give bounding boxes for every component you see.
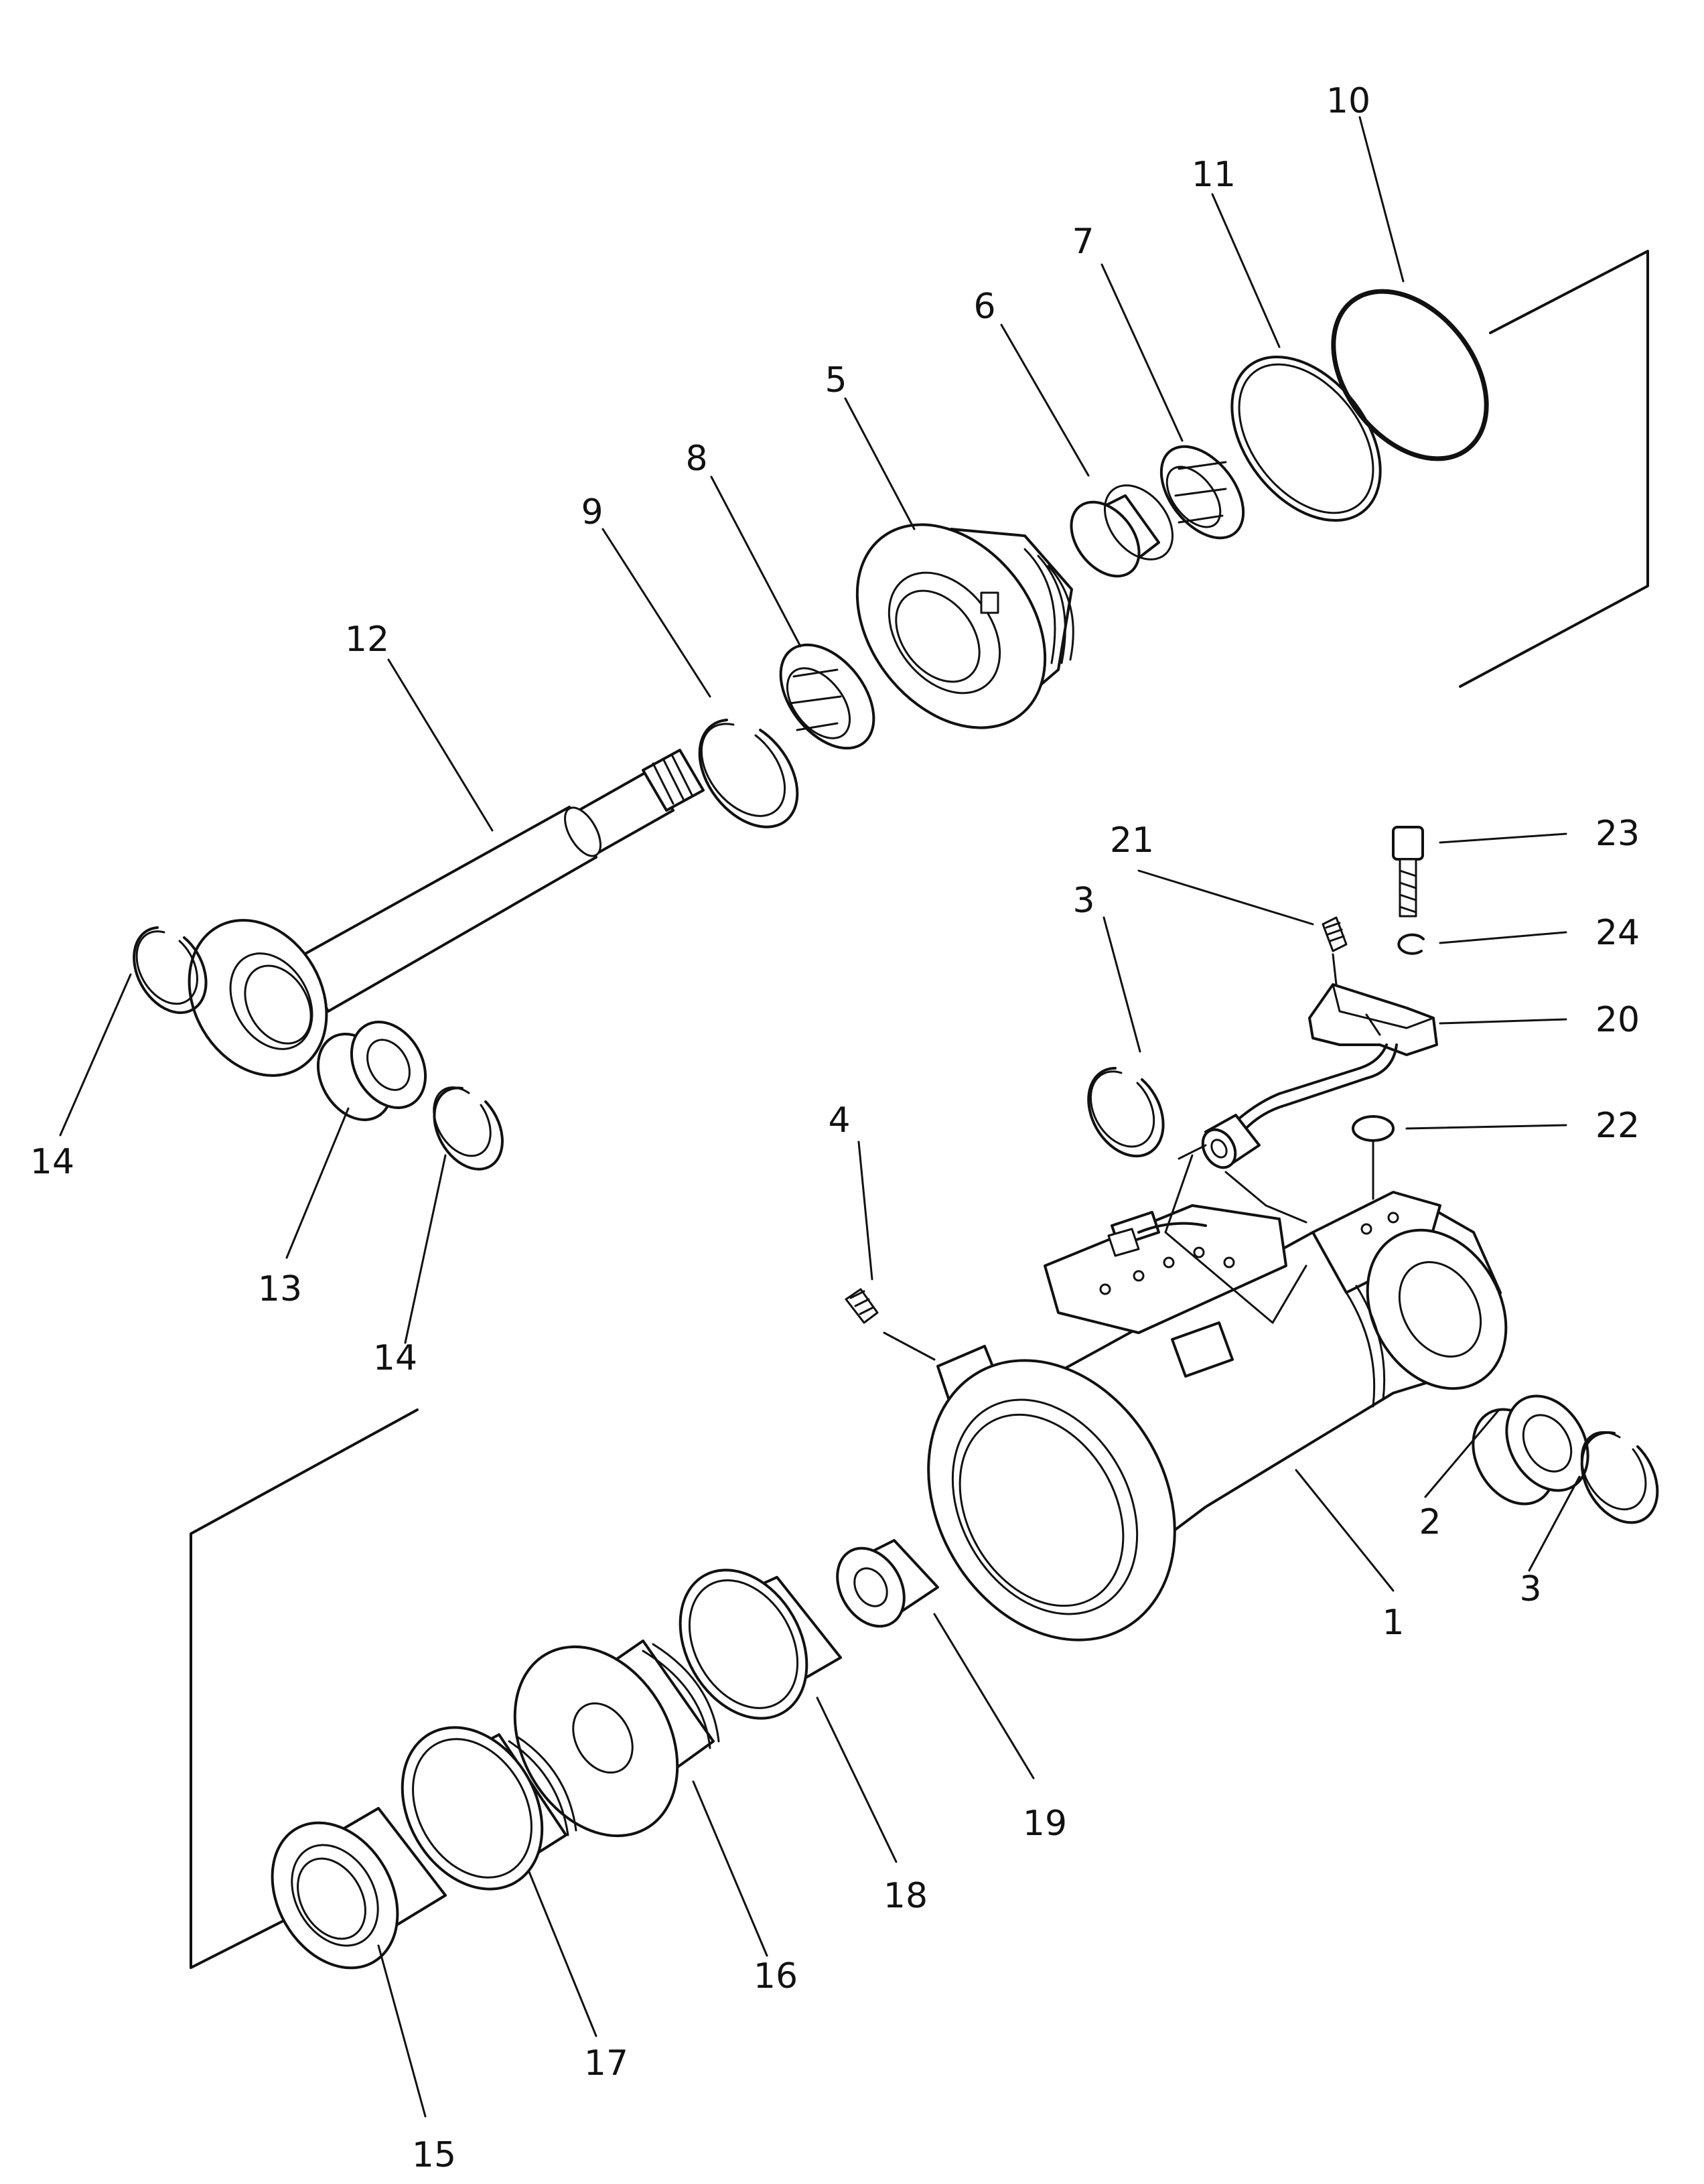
label-2: 2 bbox=[1419, 1502, 1441, 1542]
part-6-bushing bbox=[1070, 484, 1174, 578]
label-24: 24 bbox=[1595, 913, 1640, 953]
label-14a: 14 bbox=[30, 1142, 74, 1182]
label-6: 6 bbox=[973, 287, 995, 327]
part-2-bushing bbox=[1472, 1394, 1589, 1506]
part-23-bolt bbox=[1392, 826, 1424, 918]
hose-nut bbox=[1201, 1114, 1261, 1169]
part-9-snap-ring bbox=[698, 719, 799, 828]
part-19-nut bbox=[836, 1539, 939, 1628]
label-4: 4 bbox=[828, 1100, 850, 1141]
label-19: 19 bbox=[1023, 1804, 1067, 1844]
part-10-o-ring bbox=[1331, 289, 1489, 461]
part-12-piston-rod bbox=[188, 749, 705, 1077]
label-3a: 3 bbox=[1072, 881, 1094, 921]
label-15: 15 bbox=[412, 2135, 456, 2175]
part-15-collar bbox=[271, 1807, 447, 1970]
label-11: 11 bbox=[1192, 155, 1236, 195]
label-3b: 3 bbox=[1519, 1569, 1541, 1609]
part-17-piston-ring bbox=[401, 1726, 577, 1891]
assembly-guide-lines bbox=[883, 953, 1374, 1361]
label-18: 18 bbox=[883, 1876, 928, 1916]
label-13: 13 bbox=[258, 1269, 302, 1309]
label-8: 8 bbox=[685, 439, 707, 479]
part-1-cylinder-body bbox=[927, 1191, 1508, 1642]
part-3-snap-ring-lower bbox=[1580, 1431, 1659, 1524]
assembly-bracket-lines bbox=[190, 250, 1649, 1969]
part-16-piston bbox=[513, 1640, 720, 1838]
part-8-dust-seal bbox=[779, 643, 875, 750]
part-4-grease-fitting bbox=[845, 1288, 879, 1324]
label-21: 21 bbox=[1110, 820, 1154, 861]
leader-lines bbox=[59, 116, 1581, 2118]
label-22: 22 bbox=[1595, 1106, 1640, 1146]
label-10: 10 bbox=[1326, 81, 1370, 121]
part-24-washer bbox=[1397, 933, 1425, 955]
label-20: 20 bbox=[1595, 1000, 1640, 1040]
part-21-grease-fitting bbox=[1322, 916, 1348, 952]
part-7-seal bbox=[1159, 445, 1245, 540]
part-14-snap-ring-lower bbox=[433, 1086, 504, 1171]
label-7: 7 bbox=[1072, 222, 1094, 262]
part-11-backup-ring bbox=[1230, 355, 1382, 522]
label-16: 16 bbox=[754, 1956, 798, 1996]
part-3-snap-ring-upper bbox=[1087, 1067, 1165, 1158]
part-20-hose-block bbox=[1238, 983, 1438, 1130]
label-5: 5 bbox=[825, 360, 847, 401]
part-18-wear-ring bbox=[679, 1569, 842, 1720]
part-13-bushing bbox=[316, 1021, 427, 1121]
label-9: 9 bbox=[581, 492, 603, 532]
part-22-o-ring bbox=[1352, 1115, 1395, 1142]
label-23: 23 bbox=[1595, 814, 1640, 854]
part-5-cylinder-head bbox=[855, 523, 1074, 729]
label-17: 17 bbox=[584, 2043, 628, 2084]
part-14-snap-ring-upper bbox=[133, 926, 208, 1015]
label-1: 1 bbox=[1382, 1603, 1404, 1643]
label-12: 12 bbox=[345, 620, 389, 660]
label-14b: 14 bbox=[373, 1338, 417, 1378]
